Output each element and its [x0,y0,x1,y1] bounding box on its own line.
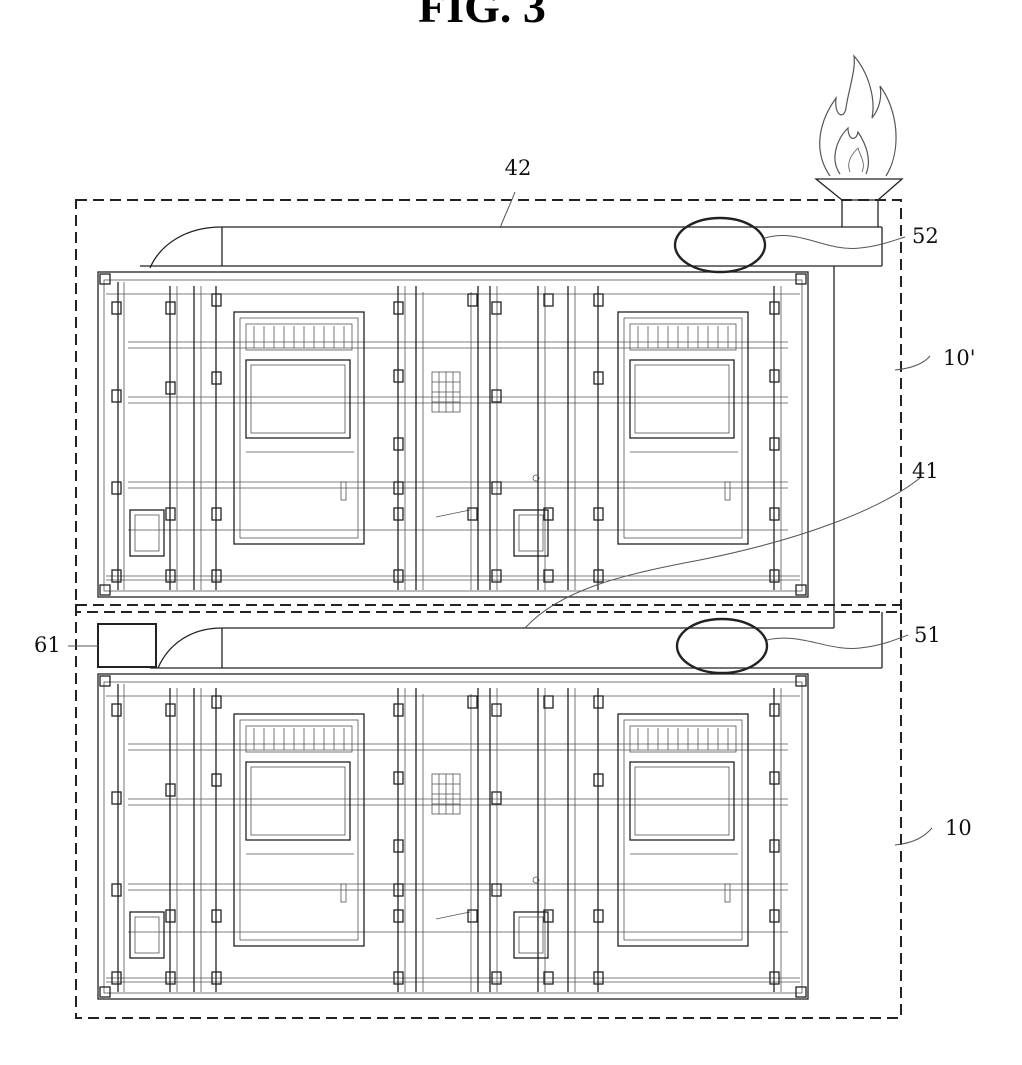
sensor-52 [675,218,765,272]
boundary-10-prime [76,200,901,612]
lower-duct [150,612,882,668]
leader-lines [68,192,932,845]
figure-title: FIG. 3 [418,0,546,32]
boundary-10 [76,605,901,1018]
box-61 [98,624,156,667]
label-41: 41 [912,459,939,483]
flare-icon [816,56,902,227]
sensor-51 [677,619,767,673]
label-52: 52 [912,224,939,248]
label-51: 51 [914,623,941,647]
lower-container [98,674,808,999]
label-10: 10 [945,816,972,840]
label-61: 61 [34,633,61,657]
label-10-prime: 10' [943,346,976,370]
label-42: 42 [505,156,532,180]
upper-container [98,272,808,597]
